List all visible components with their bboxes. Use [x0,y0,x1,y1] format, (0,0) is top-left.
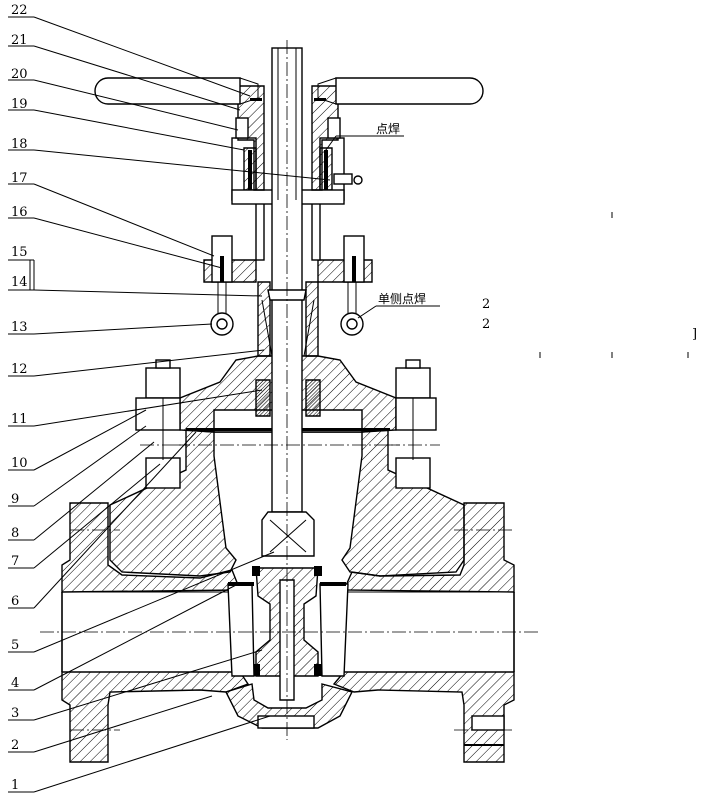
part-number-11: 11 [11,412,28,427]
part-number-21: 21 [11,33,28,48]
part-number-10: 10 [11,456,28,471]
part-number-9: 9 [11,492,19,507]
part-number-14: 14 [11,275,28,290]
handwheel [94,77,484,105]
part-number-15: 15 [11,245,28,260]
part-number-12: 12 [11,362,28,377]
packing [255,281,321,417]
part-number-7: 7 [11,554,19,569]
part-number-20: 20 [11,67,28,82]
part-number-3: 3 [11,706,19,721]
leader-lines [8,16,440,793]
seat-rings [227,582,349,677]
gland-flange [203,235,373,336]
single-side-spot-weld-note: 单侧点焊 [378,291,426,306]
spot-weld-note: 点焊 [376,121,400,136]
bonnet-bolt-right [386,359,440,489]
stem [261,47,315,557]
part-number-2: 2 [11,738,19,753]
part-number-19: 19 [11,97,28,112]
part-number-4: 4 [11,676,19,691]
part-number-18: 18 [11,137,28,152]
stray-text-a: 2 [482,297,490,312]
bonnet-bolt-left [135,359,190,489]
part-number-16: 16 [11,205,28,220]
stray-text-c: ] [692,327,697,342]
part-number-labels: 22 21 20 19 18 17 16 15 14 13 12 11 10 9… [11,3,28,793]
part-number-6: 6 [11,594,19,609]
part-number-8: 8 [11,526,19,541]
part-number-17: 17 [11,171,28,186]
part-number-5: 5 [11,638,19,653]
part-number-22: 22 [11,3,28,18]
stray-text-b: 2 [482,317,490,332]
valve-body [61,429,515,763]
part-number-1: 1 [11,778,19,793]
clipped-fragments: 2 2 ] [482,212,697,358]
part-number-13: 13 [11,320,28,335]
